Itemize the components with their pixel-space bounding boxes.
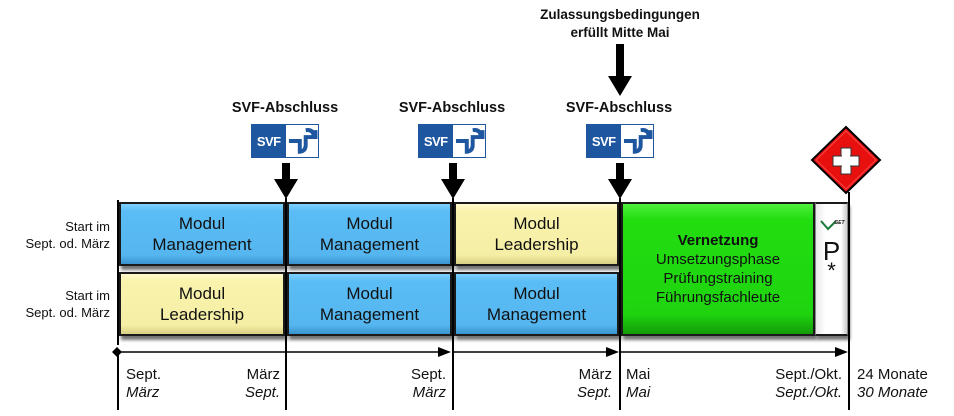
milestone-label-1: SVF-Abschluss (231, 100, 339, 116)
axis-arrow-icon (835, 347, 848, 357)
divider-line (619, 198, 621, 410)
row-label-1: Start im Sept. od. März (25, 219, 110, 251)
duration-regular: 24 Monate (857, 366, 928, 383)
axis-arrow-icon (606, 347, 619, 357)
vernetzung-block: Vernetzung Umsetzungsphase Prüfungstrain… (621, 202, 815, 336)
module-block: Modul Management (454, 272, 619, 336)
timeline-label: Sept. (410, 366, 446, 383)
timeline-label: März (126, 384, 160, 401)
admission-note-line1: Zulassungsbedingungen (540, 7, 700, 22)
timeline-label: März (246, 366, 280, 383)
timeline-label: Mai (626, 384, 651, 401)
timeline-label: Sept./Okt. (775, 366, 842, 383)
divider-line (452, 198, 454, 410)
timeline-axis (112, 347, 848, 357)
timeline-label: Sept./Okt. (775, 384, 842, 401)
get-logo-icon: GET (818, 216, 846, 234)
timeline-label: Sept. (244, 384, 280, 401)
module-block: Modul Management (287, 202, 452, 266)
module-block: Modul Management (119, 202, 285, 266)
divider-line (848, 192, 850, 410)
svf-logo-icon: SVF (586, 124, 654, 158)
divider-line (117, 200, 119, 345)
svf-logo-icon: SVF (418, 124, 486, 158)
admission-arrow-icon (608, 44, 632, 96)
svf-logo-icon: SVF (251, 124, 319, 158)
milestone-arrow-icon (608, 163, 632, 199)
divider-line (117, 352, 119, 410)
timeline-label: März (412, 384, 446, 401)
axis-start-marker (112, 347, 122, 357)
milestone-arrow-icon (441, 163, 465, 199)
duration-extended: 30 Monate (857, 384, 928, 401)
admission-note: Zulassungsbedingungen erfüllt Mitte Mai (520, 6, 720, 42)
timeline-label: Sept. (126, 366, 162, 383)
divider-line (285, 198, 287, 410)
exam-asterisk: * (827, 258, 836, 283)
exam-block: GET P * (815, 202, 848, 336)
module-block: Modul Management (287, 272, 452, 336)
row-label-2: Start im Sept. od. März (25, 288, 110, 320)
timeline-label: Sept. (576, 384, 612, 401)
timeline-label: Mai (626, 366, 651, 383)
exam-letter: P (822, 236, 841, 266)
milestone-arrow-icon (274, 163, 298, 199)
timeline-label: März (578, 366, 612, 383)
axis-arrow-icon (438, 347, 451, 357)
admission-note-line2: erfüllt Mitte Mai (570, 25, 670, 40)
module-block: Modul Leadership (119, 272, 285, 336)
milestone-label-2: SVF-Abschluss (398, 100, 506, 116)
module-block: Modul Leadership (454, 202, 619, 266)
swiss-cross-diamond-icon (808, 125, 884, 201)
milestone-label-3: SVF-Abschluss (565, 100, 673, 116)
vernetzung-title: Vernetzung (677, 232, 759, 249)
